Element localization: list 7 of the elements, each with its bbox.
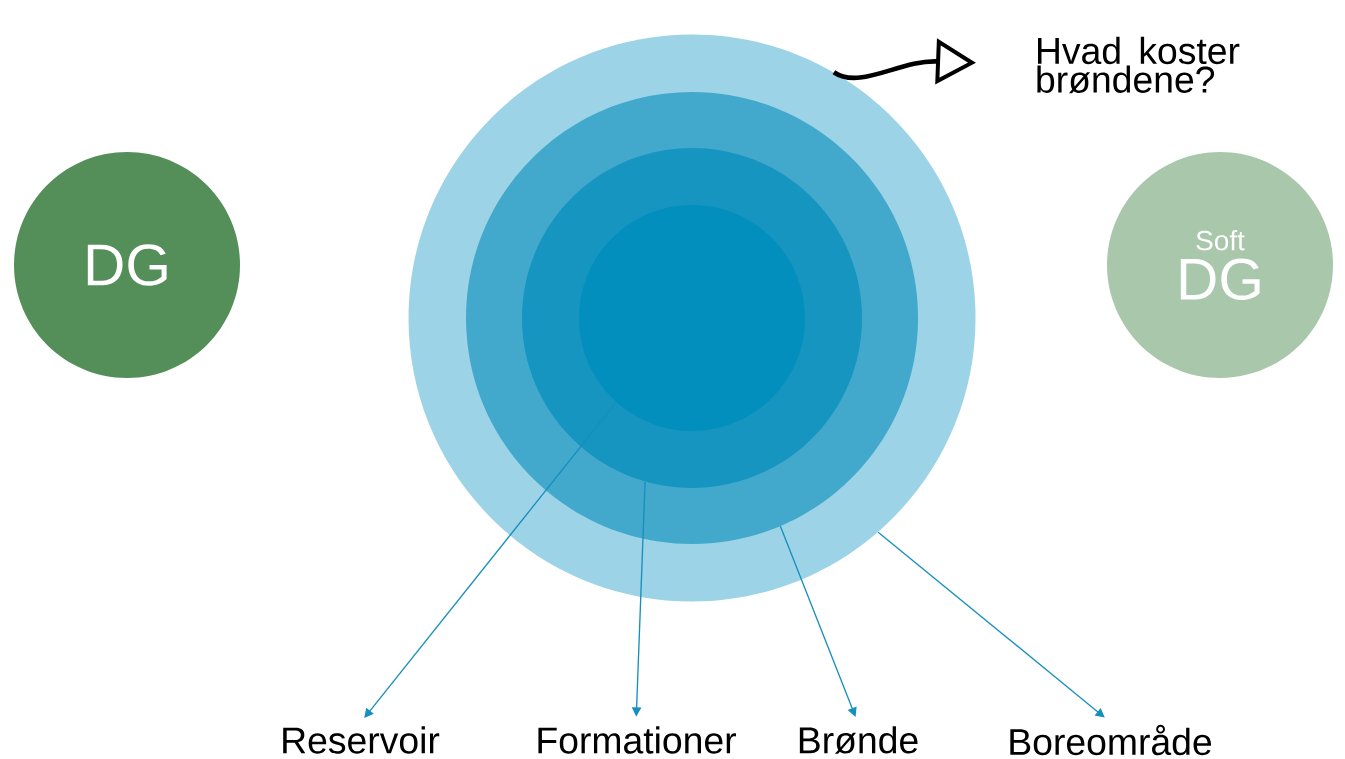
label: Boreområde: [1010, 724, 1212, 756]
label: Formationer: [538, 726, 736, 754]
label: Reservoir: [283, 726, 440, 754]
label: Hvad koster brøndene?: [1037, 36, 1240, 94]
arrow: [877, 531, 1105, 718]
label: Brønde: [799, 726, 918, 754]
arrow: [779, 525, 857, 717]
